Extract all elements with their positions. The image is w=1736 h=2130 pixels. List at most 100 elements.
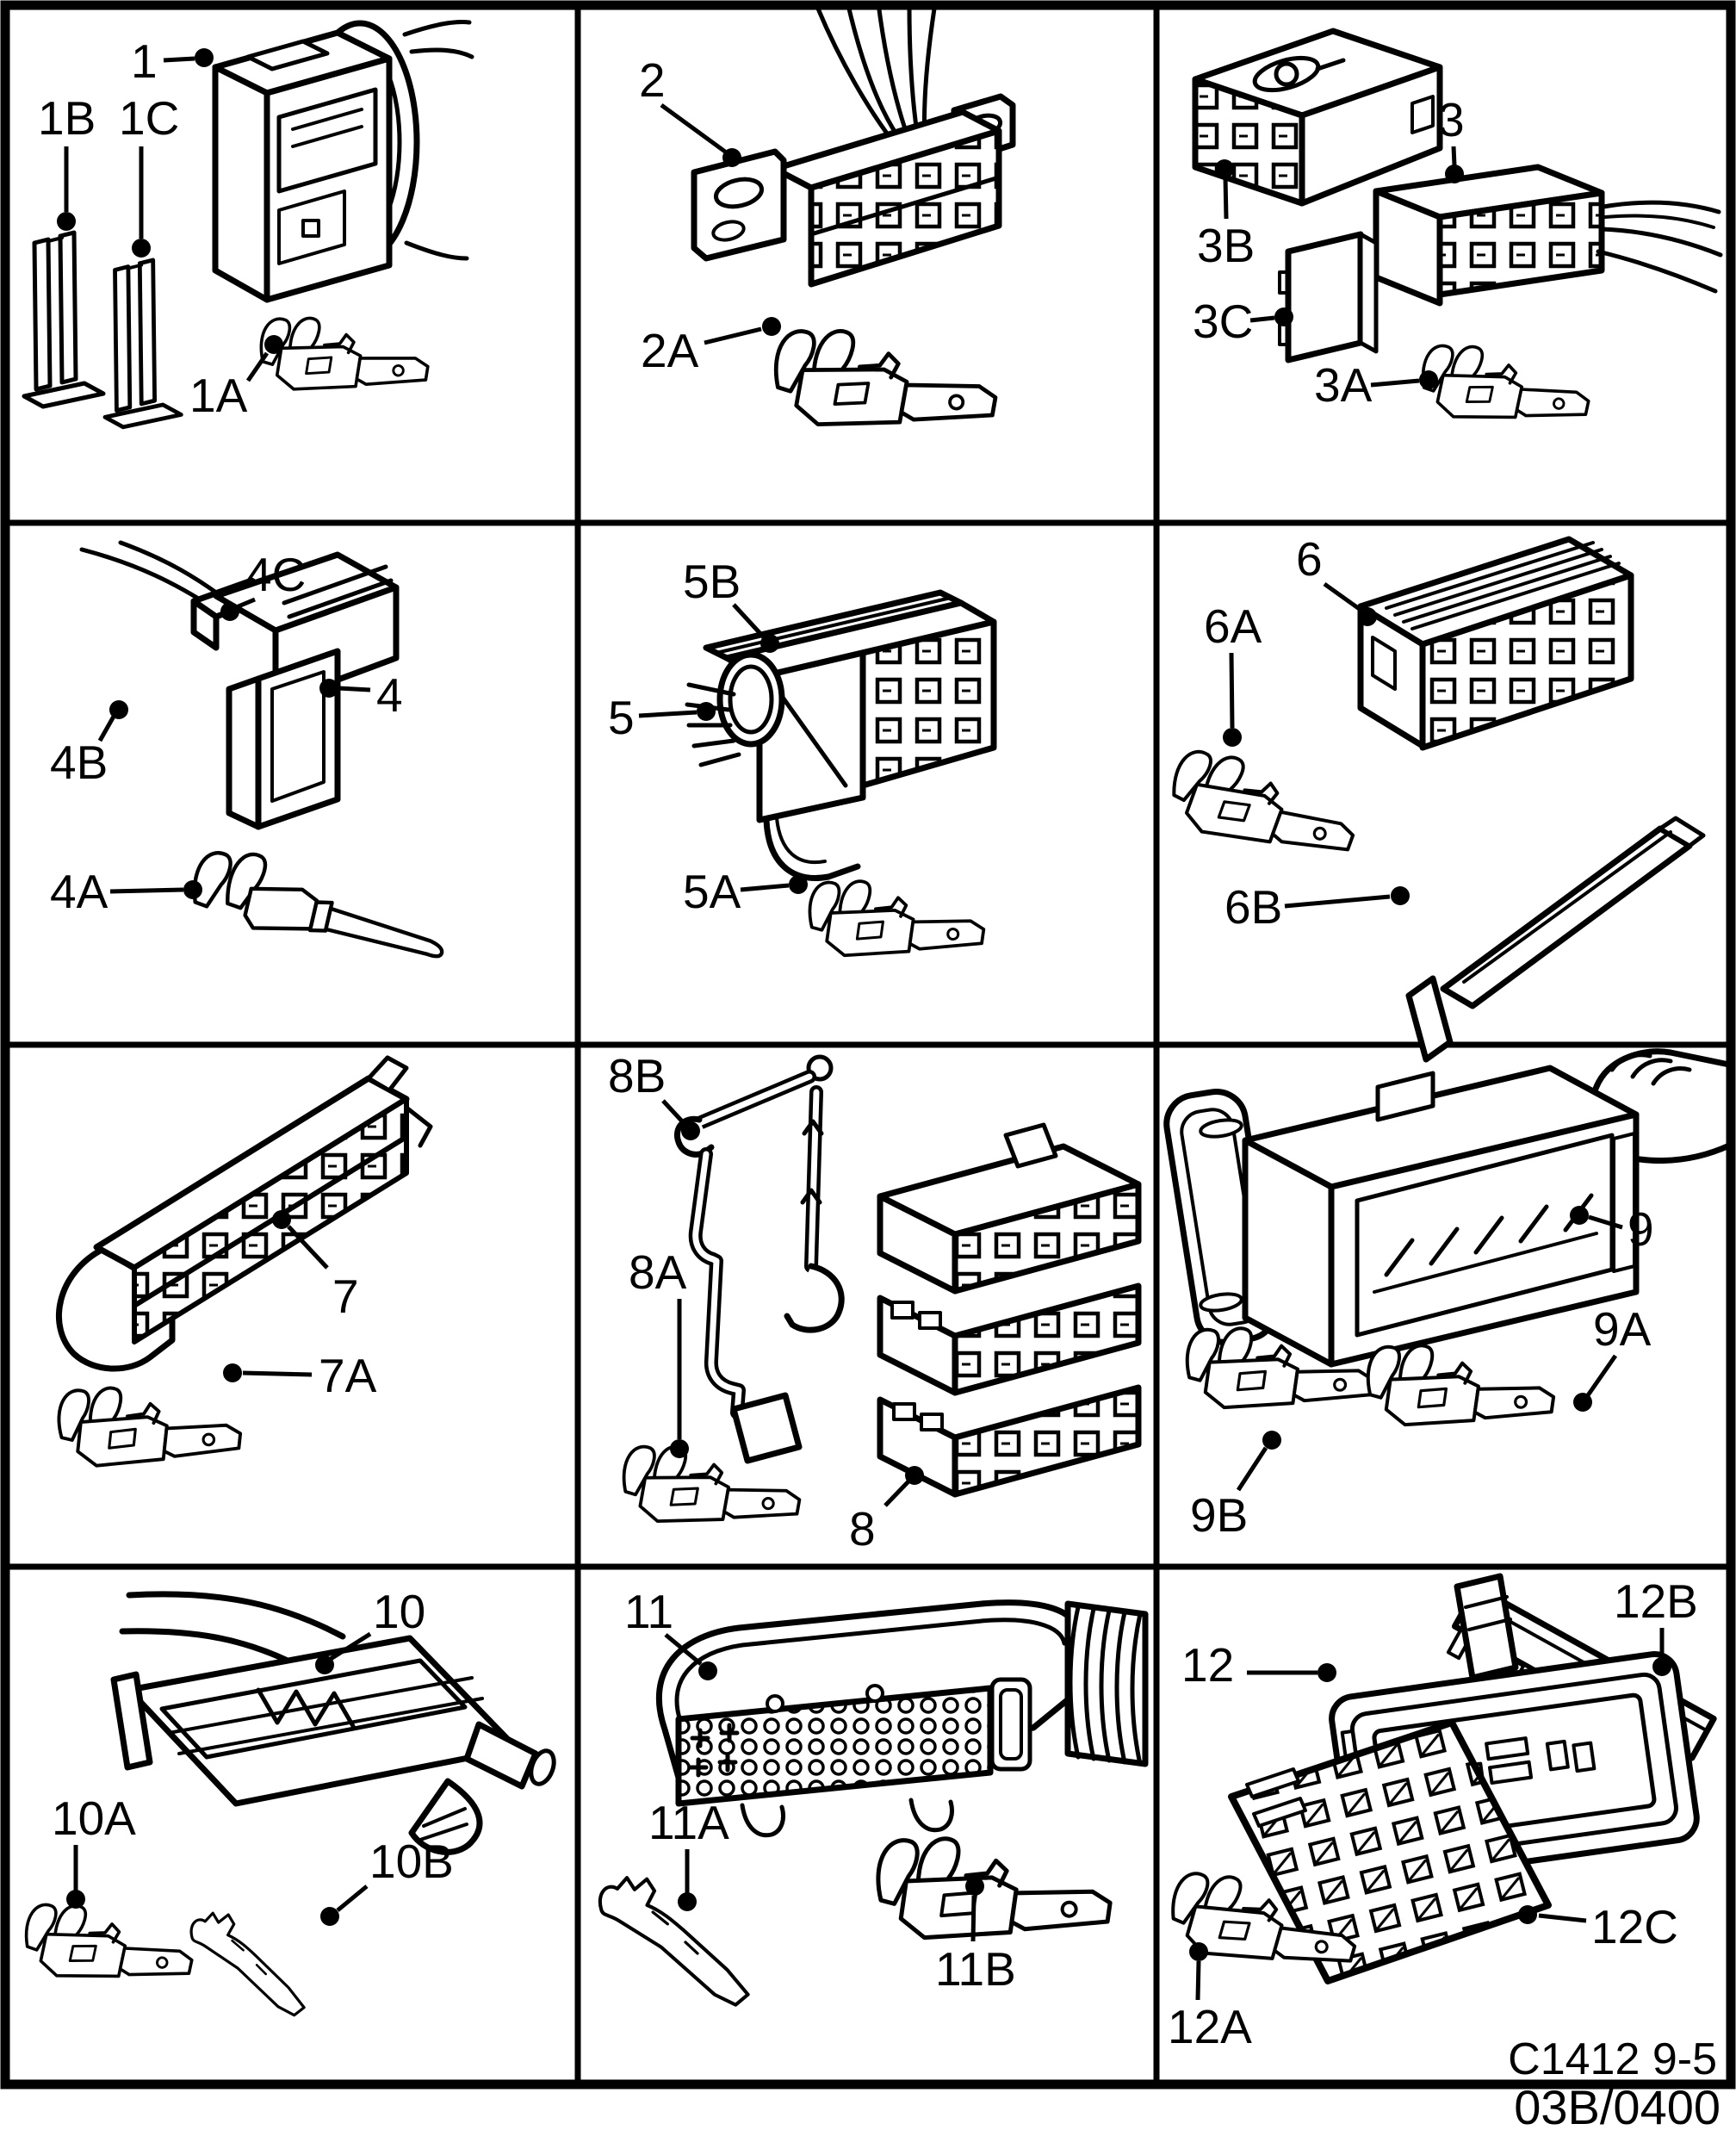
leader-line [970,1895,976,1942]
leader-line [1223,177,1229,220]
connector-5 [685,589,997,881]
callout-dot [1570,1206,1589,1225]
callout-dot [66,1890,85,1909]
figure-code: C1412 9-5 [1508,2034,1717,2084]
connector-housing-3b [1192,28,1443,207]
callout-label: 9 [1628,1202,1654,1256]
leader-line [740,883,790,892]
callout-dot [1573,1393,1592,1412]
leader-line [661,1099,686,1126]
callout-dot [183,880,202,899]
callout-dot [1419,370,1438,389]
callout-dot [109,700,128,719]
panel-3: 3B 3 3C 3A [1192,28,1723,445]
leader-line [242,1370,313,1377]
terminal-3a [1413,335,1596,445]
callout-dot [762,317,781,336]
callout-label: 1B [38,91,96,145]
callout-8a: 8A [629,1245,689,1458]
callout-dot [220,602,239,621]
callout-1a: 1A [189,335,283,422]
callout-label: 11A [648,1796,729,1849]
callout-label: 8B [608,1049,666,1102]
connector-stack-8 [877,1122,1142,1498]
leader-line [1538,1913,1587,1923]
callout-5: 5 [608,691,716,744]
terminal-10a [16,1894,200,2004]
leader-line [660,102,727,154]
callout-12b: 12B [1614,1574,1698,1676]
panel-8: 8B 8A 8 [608,1049,1142,1556]
callout-label: 11B [935,1942,1016,1996]
panel-6: 6 6A 6B [1161,532,1706,1063]
callout-dot [698,1661,717,1680]
callout-1: 1 [131,34,214,88]
callout-dot [905,1466,924,1485]
terminal-6a [1161,741,1364,880]
diagnostic-connector-2 [691,93,1016,288]
callout-dot [722,148,741,167]
connector-strip-7 [55,1055,433,1372]
callout-dot [272,1210,291,1229]
terminal-1a [253,309,434,412]
callout-3b: 3B [1197,159,1255,272]
callout-label: 5 [608,691,635,744]
callout-1c: 1C [119,91,179,258]
callout-label: 1A [189,369,248,422]
pin-terminal-4a [188,842,454,971]
panel-5: 5B 5 5A [608,555,997,976]
panel-7: 7 7A [53,1055,433,1482]
callout-dot [670,1439,689,1458]
callout-dot [1262,1431,1281,1450]
callout-dot [1518,1905,1537,1924]
callout-label: 5A [683,865,741,918]
callout-label: 8 [849,1502,876,1556]
callout-10b: 10B [320,1835,454,1926]
terminal-2a [767,321,1002,454]
callout-11b: 11B [935,1877,1016,1996]
leader-line [1249,315,1275,323]
callout-dot [789,875,808,894]
callout-label: 10B [369,1835,454,1888]
callout-dot [1445,165,1464,183]
leader-line [1585,1354,1618,1397]
leader-line [97,713,117,742]
callout-dot [223,1363,242,1382]
callout-4: 4 [319,668,403,722]
callout-label: 2A [641,324,699,377]
callout-label: 5B [683,555,741,608]
callout-label: 2 [639,53,666,107]
panel-9: 9 9A 9B [1163,1048,1733,1542]
leader-line [109,887,184,894]
bracket-8b [674,1054,845,1464]
panel-4: 4C 4 4B 4A [50,540,454,971]
callout-4b: 4B [50,700,128,789]
callout-label: 11 [624,1585,673,1638]
callout-label: 3B [1197,219,1255,272]
pin-plate-12c [1228,1719,1552,1984]
leader-line [338,686,371,692]
callout-9b: 9B [1190,1431,1281,1542]
callout-6: 6 [1296,532,1377,626]
leader-line [1370,378,1420,388]
terminal-5a [802,872,990,976]
callout-dot [195,48,214,67]
callout-label: 4B [50,736,108,789]
ecu-connector-11 [655,1599,1149,1838]
callout-11a: 11A [648,1796,729,1911]
callout-dot [1215,159,1234,178]
leader-line [336,1885,369,1912]
callout-label: 4C [245,548,306,601]
terminal-7a [53,1381,245,1482]
callout-label: 6B [1224,880,1282,934]
callout-dot [1358,607,1377,626]
callout-12a: 12A [1168,1942,1252,2053]
connector-3-with-wires [1373,164,1723,307]
callout-4c: 4C [220,548,306,621]
panel-2: 2 2A [639,1,1016,454]
callout-label: 12 [1181,1638,1234,1692]
callout-label: 12B [1614,1574,1698,1628]
callout-6a: 6A [1204,599,1262,747]
